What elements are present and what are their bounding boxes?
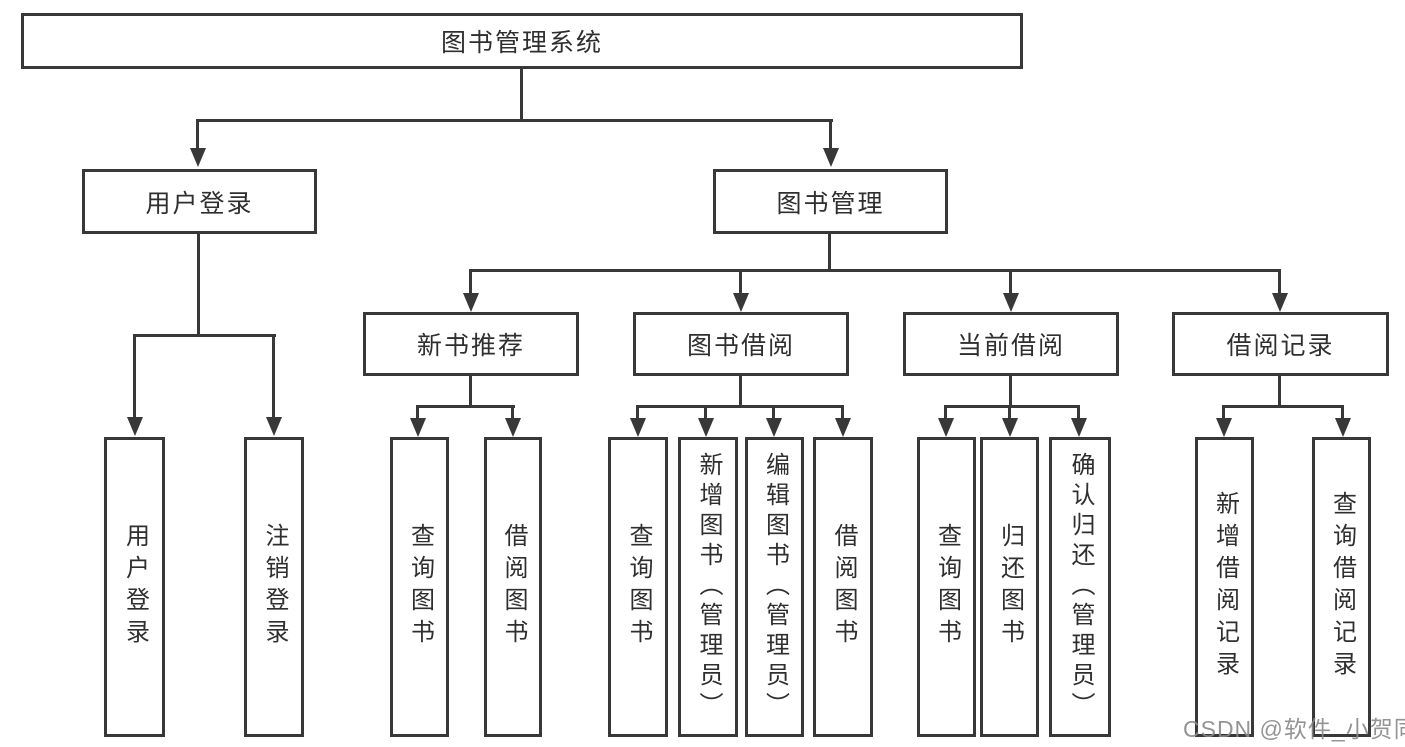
leaf-br-query-record: 查询借阅记录: [1312, 437, 1371, 737]
leaf-bb-edit-book-admin: 编辑图书（管理员）: [745, 437, 804, 737]
leaf-user-login-label: 用户登录: [121, 523, 149, 651]
arrowhead-down-icon: [630, 418, 646, 437]
leaf-nbr-borrow-book: 借阅图书: [484, 437, 542, 737]
connector-line: [739, 375, 742, 407]
connector-line: [828, 233, 831, 272]
connector-line: [829, 119, 832, 150]
connector-line: [1278, 375, 1281, 407]
arrowhead-down-icon: [698, 418, 714, 437]
leaf-bb-edit-book-admin-label: 编辑图书（管理员）: [761, 452, 789, 722]
leaf-cb-query-book: 查询图书: [917, 437, 976, 737]
node-borrow-record-label: 借阅记录: [1226, 332, 1335, 360]
leaf-bb-add-book-admin-label: 新增图书（管理员）: [695, 452, 722, 722]
leaf-cb-return-book: 归还图书: [980, 437, 1039, 737]
connector-line: [196, 119, 833, 122]
connector-line: [944, 405, 947, 419]
connector-line: [1278, 269, 1281, 294]
arrowhead-down-icon: [127, 417, 143, 436]
arrowhead-down-icon: [190, 148, 206, 167]
connector-line: [469, 375, 472, 407]
node-new-book-recommend-label: 新书推荐: [416, 332, 525, 360]
leaf-cb-query-book-label: 查询图书: [933, 523, 961, 651]
connector-line: [1077, 405, 1080, 419]
connector-line: [841, 405, 844, 419]
node-user-login-label: 用户登录: [145, 189, 254, 218]
connector-line: [739, 269, 742, 294]
arrowhead-down-icon: [938, 418, 954, 437]
leaf-bb-add-book-admin: 新增图书（管理员）: [678, 437, 738, 737]
arrowhead-down-icon: [733, 293, 749, 312]
connector-line: [1222, 405, 1225, 419]
connector-line: [704, 405, 707, 419]
connector-line: [469, 269, 1281, 272]
connector-line: [416, 405, 419, 419]
arrowhead-down-icon: [766, 418, 782, 437]
leaf-br-add-record: 新增借阅记录: [1195, 437, 1254, 737]
connector-line: [636, 405, 639, 419]
leaf-bb-borrow-book: 借阅图书: [813, 437, 873, 737]
leaf-nbr-query-book-label: 查询图书: [406, 523, 434, 651]
node-borrow-record: 借阅记录: [1172, 312, 1389, 376]
leaf-bb-borrow-book-label: 借阅图书: [830, 523, 857, 651]
connector-line: [1341, 405, 1344, 419]
leaf-user-login: 用户登录: [104, 437, 165, 737]
node-current-borrow: 当前借阅: [903, 312, 1119, 376]
leaf-nbr-borrow-book-label: 借阅图书: [500, 523, 527, 651]
arrowhead-down-icon: [1002, 418, 1018, 437]
leaf-logout: 注销登录: [244, 437, 304, 737]
arrowhead-down-icon: [823, 148, 839, 167]
arrowhead-down-icon: [1216, 418, 1232, 437]
connector-line: [416, 405, 515, 408]
node-book-borrow-label: 图书借阅: [686, 332, 795, 360]
leaf-cb-confirm-return-admin: 确认归还（管理员）: [1049, 437, 1111, 737]
connector-line: [1008, 405, 1011, 419]
leaf-br-add-record-label: 新增借阅记录: [1211, 491, 1239, 683]
arrowhead-down-icon: [1071, 418, 1087, 437]
arrowhead-down-icon: [266, 417, 282, 436]
arrowhead-down-icon: [463, 293, 479, 312]
connector-line: [1222, 405, 1344, 408]
arrowhead-down-icon: [410, 418, 426, 437]
node-book-management-label: 图书管理: [776, 189, 885, 218]
leaf-cb-confirm-return-admin-label: 确认归还（管理员）: [1067, 452, 1094, 722]
connector-line: [520, 68, 523, 121]
node-new-book-recommend: 新书推荐: [363, 312, 579, 376]
node-user-login: 用户登录: [82, 169, 317, 234]
node-book-borrow: 图书借阅: [633, 312, 849, 376]
connector-line: [944, 405, 1080, 408]
connector-line: [772, 405, 775, 419]
leaf-nbr-query-book: 查询图书: [390, 437, 449, 737]
arrowhead-down-icon: [1003, 293, 1019, 312]
arrowhead-down-icon: [1272, 293, 1288, 312]
connector-line: [196, 119, 199, 150]
node-book-management: 图书管理: [713, 169, 948, 234]
connector-line: [636, 405, 844, 408]
node-current-borrow-label: 当前借阅: [956, 332, 1065, 360]
connector-line: [133, 334, 276, 337]
arrowhead-down-icon: [1335, 418, 1351, 437]
arrowhead-down-icon: [835, 418, 851, 437]
csdn-watermark: CSDN @软件_小贺同学: [1183, 716, 1405, 742]
leaf-logout-label: 注销登录: [261, 523, 288, 651]
node-root: 图书管理系统: [21, 13, 1023, 69]
leaf-br-query-record-label: 查询借阅记录: [1328, 491, 1356, 683]
connector-line: [133, 334, 136, 418]
connector-line: [1009, 269, 1012, 294]
node-root-label: 图书管理系统: [440, 29, 603, 57]
connector-line: [197, 233, 200, 336]
connector-line: [272, 334, 275, 418]
leaf-cb-return-book-label: 归还图书: [996, 523, 1024, 651]
connector-line: [469, 269, 472, 294]
connector-line: [1009, 375, 1012, 407]
leaf-bb-query-book: 查询图书: [608, 437, 668, 737]
leaf-bb-query-book-label: 查询图书: [625, 523, 652, 651]
arrowhead-down-icon: [505, 418, 521, 437]
connector-line: [511, 405, 514, 419]
